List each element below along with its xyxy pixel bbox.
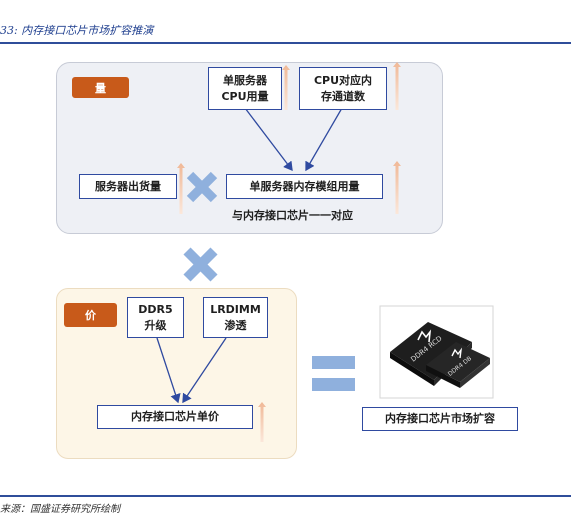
arrow-lrdimm-to-price bbox=[182, 337, 227, 404]
source-note: 来源：国盛证券研究所绘制 bbox=[0, 504, 120, 515]
lrdimm-penetration-box: LRDIMM 渗透 bbox=[203, 297, 268, 338]
server-shipments-box: 服务器出货量 bbox=[79, 174, 177, 199]
price-tag: 价 bbox=[64, 303, 117, 327]
arrow-cpu-to-modules bbox=[244, 107, 293, 172]
multiply-icon bbox=[186, 171, 218, 203]
up-arrow-icon bbox=[177, 62, 401, 442]
one-to-one-note: 与内存接口芯片一一对应 bbox=[232, 209, 353, 222]
modules-per-server-box: 单服务器内存模组用量 bbox=[226, 174, 383, 199]
arrow-channels-to-modules bbox=[305, 107, 343, 172]
header-divider bbox=[0, 42, 571, 44]
footer-divider bbox=[0, 495, 571, 497]
market-expansion-box: 内存接口芯片市场扩容 bbox=[362, 407, 518, 431]
equals-icon bbox=[312, 356, 355, 391]
multiply-icon bbox=[183, 247, 218, 282]
ddr5-upgrade-box: DDR5 升级 bbox=[127, 297, 184, 338]
cpu-per-server-box: 单服务器 CPU用量 bbox=[208, 67, 282, 110]
figure-title: 33: 内存接口芯片市场扩容推演 bbox=[0, 24, 154, 37]
memory-chip-image bbox=[379, 305, 494, 399]
channels-per-cpu-box: CPU对应内 存通道数 bbox=[299, 67, 387, 110]
volume-tag: 量 bbox=[72, 77, 129, 98]
unit-price-box: 内存接口芯片单价 bbox=[97, 405, 253, 429]
arrow-ddr5-to-price bbox=[156, 337, 181, 404]
